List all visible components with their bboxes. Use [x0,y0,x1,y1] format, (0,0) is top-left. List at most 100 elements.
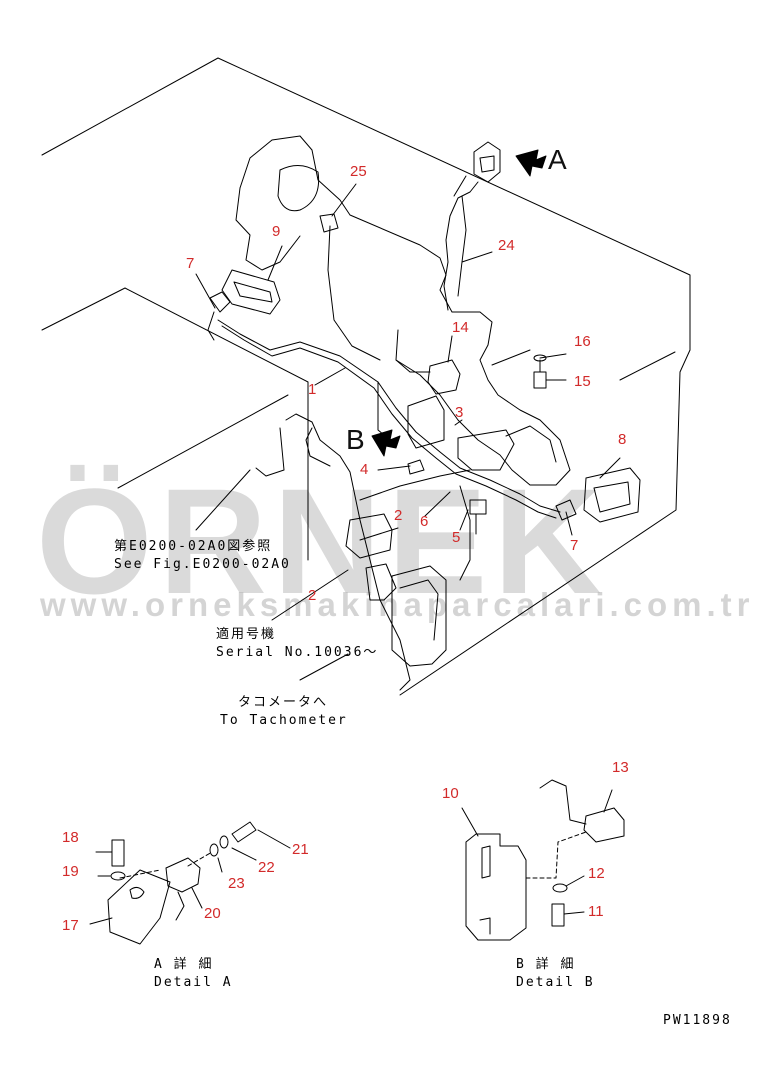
view-label-a: A [548,144,567,175]
part-number-15: 15 [574,373,591,390]
lower-harness-3 [305,427,331,467]
detail-b-washer-12 [552,883,568,893]
body-lower-left [117,394,289,489]
watermark-url: www.orneksmakinaparcalari.com.tr [40,586,755,623]
detail-a-washer-19 [110,871,126,881]
detail-b-cable [539,779,587,825]
leader-7a [195,273,216,309]
part-number-11: 11 [588,903,604,920]
detail-b-leaders [461,789,613,915]
part-number-18: 18 [62,829,79,846]
detail-a-sensor [165,857,201,921]
harness-mid [395,329,431,373]
part-number-13: 13 [612,759,629,776]
body-right-edge [399,349,691,696]
part-number-16: 16 [574,333,591,350]
leader-9 [267,245,283,281]
component-2 [345,513,393,559]
body-outline [41,57,691,351]
leader-7b [565,511,573,536]
part-number-21: 21 [292,841,309,858]
component-14 [427,359,461,395]
body-midline [491,349,531,366]
leader-2a [359,527,399,541]
detail-a-title-en: Detail A [154,975,233,990]
detail-b-box [465,833,527,941]
leader-1 [314,367,346,386]
leader-see-fig [195,469,251,531]
detail-b-title-jp: B 詳 細 [516,957,576,972]
connector-4 [407,459,425,475]
bolt-15 [533,359,547,389]
box-lower [391,565,447,667]
detail-b-dashed [525,831,587,879]
leader-14 [447,335,453,363]
part-number-6: 6 [420,513,429,530]
light-8 [583,467,641,523]
part-number-5: 5 [452,529,461,546]
leader-3 [454,419,463,426]
engine-block [239,135,571,486]
body-right-short [619,351,676,381]
harness-25 [327,225,381,361]
detail-a-washer-23 [209,843,219,857]
part-number-4: 4 [360,461,369,478]
body-inner-left [41,287,309,561]
serial-note-jp: 適用号機 [216,627,277,642]
tacho-note-en: To Tachometer [220,713,348,728]
detail-a-washer-22 [219,835,229,849]
light-9 [221,269,281,315]
detail-a-bolt-21 [231,821,257,843]
component-3 [407,395,445,449]
part-number-7b: 7 [570,537,579,554]
leader-5 [459,509,469,531]
component-8-link [505,425,557,463]
bolt-5 [469,499,487,535]
detail-a-title-jp: A 詳 細 [154,957,214,972]
view-label-b: B [346,424,365,455]
harness-left [207,311,215,341]
detail-a-bolt-18 [111,839,125,867]
part-number-12: 12 [588,865,605,882]
see-fig-note-en: See Fig.E0200-02A0 [114,557,291,572]
detail-b-bolt-11 [551,903,565,927]
part-number-7a: 7 [186,255,195,272]
connector-7b [555,499,577,521]
cable-right [459,485,471,581]
bracket-6 [457,429,515,471]
part-number-14: 14 [452,319,469,336]
lower-harness [285,413,411,691]
lower-harness-2 [255,427,285,477]
part-number-19: 19 [62,863,79,880]
arrow-b [371,429,401,457]
part-number-8: 8 [618,431,627,448]
part-number-25: 25 [350,163,367,180]
part-number-3: 3 [455,404,464,421]
leader-6 [424,491,451,517]
sensor-a-wire [443,181,479,311]
tacho-note-jp: タコメータへ [238,695,329,710]
leader-2b [271,569,349,621]
detail-b-title-en: Detail B [516,975,595,990]
sensor-a-wire-2 [453,175,467,197]
leader-tacho [299,653,349,681]
leader-8 [599,457,621,479]
detail-b-lamp [583,807,625,843]
connector-25 [319,213,339,233]
leader-4 [377,465,411,471]
engine-detail-2 [277,165,320,212]
detail-a-bracket [107,869,171,945]
washer-16 [533,354,547,362]
drawing-number: PW11898 [663,1013,732,1028]
leader-16 [539,353,567,359]
arrow-a [515,149,547,177]
part-number-24: 24 [498,237,515,254]
leader-24 [461,251,493,263]
sensor-a [473,141,501,183]
detail-a-dashed [119,851,213,879]
part-number-10: 10 [442,785,459,802]
box-lower-2 [365,563,397,601]
part-number-23: 23 [228,875,245,892]
part-number-17: 17 [62,917,79,934]
